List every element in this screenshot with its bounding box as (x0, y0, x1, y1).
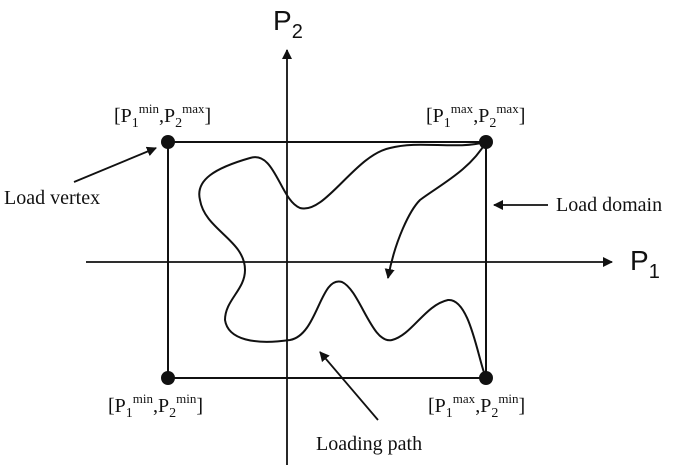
loading-path-arrow (319, 351, 379, 421)
vertex-label-top-right: [P1max,P2max] (426, 101, 525, 131)
vertex-label-bottom-left: [P1min,P2min] (108, 391, 203, 421)
load-domain-label: Load domain (556, 194, 662, 216)
load-vertex-label: Load vertex (4, 187, 100, 209)
loading-path-curve (384, 141, 487, 279)
vertex-dot-top-left (161, 135, 175, 149)
vertex-dot-top-right (479, 135, 493, 149)
load-vertex-arrow (73, 146, 157, 183)
loading-path-loop (198, 141, 487, 379)
vertex-dot-bottom-left (161, 371, 175, 385)
vertex-dot-bottom-right (479, 371, 493, 385)
p1-axis-label: P1 (630, 245, 660, 283)
vertex-label-top-left: [P1min,P2max] (114, 101, 211, 131)
p2-axis-label: P2 (273, 5, 303, 43)
load-domain-rectangle (167, 141, 487, 379)
vertex-label-bottom-right: [P1max,P2min] (428, 391, 525, 421)
loading-path-label: Loading path (316, 433, 422, 455)
